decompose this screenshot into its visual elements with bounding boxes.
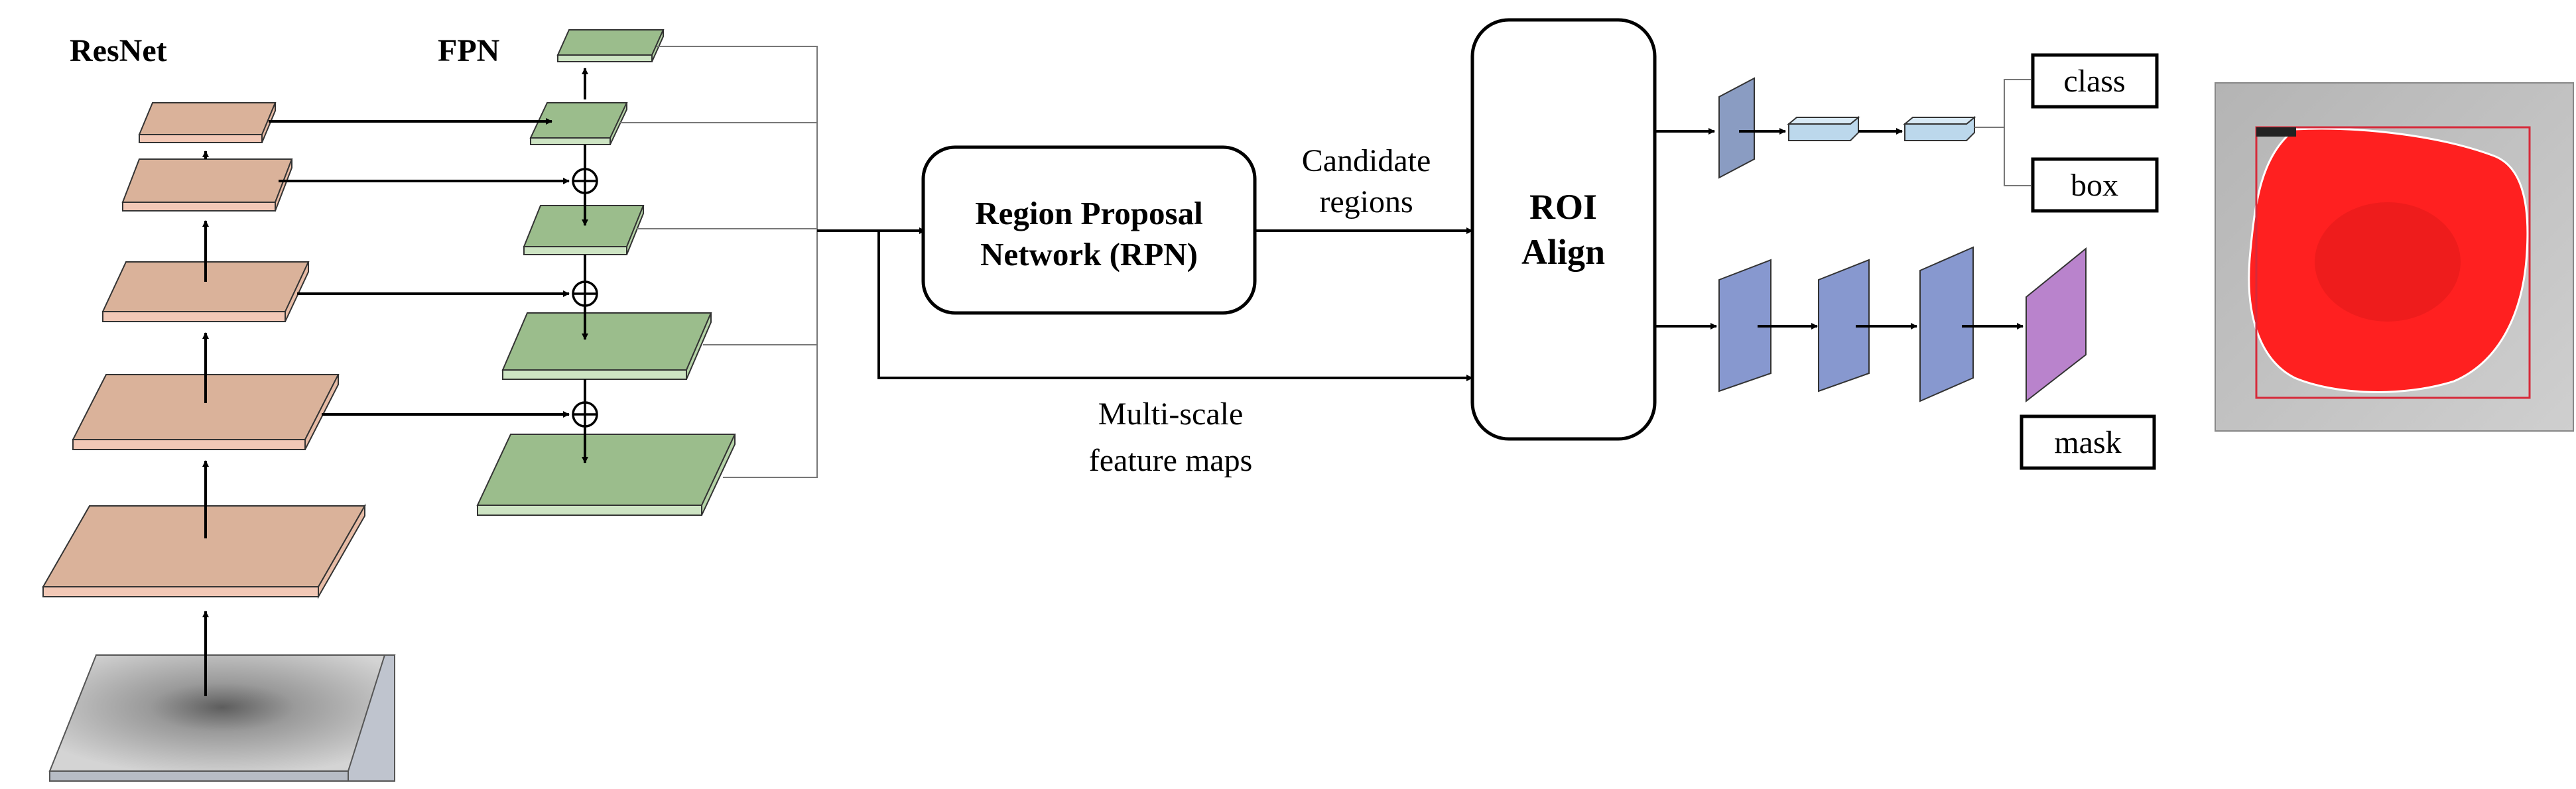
class-box-head xyxy=(1655,77,2031,186)
merge-add-icon xyxy=(572,168,598,428)
roi-label-line1: ROI xyxy=(1529,187,1597,227)
class-label: class xyxy=(2063,64,2125,99)
fpn-to-rpn-connector xyxy=(817,227,1473,381)
box-output-box: box xyxy=(2031,157,2159,213)
class-output-box: class xyxy=(2031,53,2159,109)
rpn-block: Region Proposal Network (RPN) xyxy=(921,145,1257,315)
mask-head xyxy=(1655,246,2087,403)
rpn-label-line2: Network (RPN) xyxy=(980,236,1198,273)
candidate-regions-line1: Candidate xyxy=(1302,143,1431,178)
resnet-layer-2 xyxy=(72,374,340,450)
multiscale-label-line2: feature maps xyxy=(1089,443,1253,478)
resnet-layer-1 xyxy=(42,503,366,599)
input-image-plate xyxy=(48,654,396,782)
resnet-title: ResNet xyxy=(70,33,167,68)
fpn-layer-1 xyxy=(529,102,628,145)
resnet-layer-4 xyxy=(121,158,293,212)
resnet-layer-5 xyxy=(138,102,277,143)
rpn-label-line1: Region Proposal xyxy=(975,195,1202,231)
fpn-layer-3 xyxy=(501,312,712,380)
candidate-regions-line2: regions xyxy=(1319,184,1413,219)
fpn-output-collector xyxy=(620,46,818,478)
fpn-layer-2 xyxy=(523,205,645,255)
resnet-layer-3 xyxy=(101,261,310,322)
mask-output-box: mask xyxy=(2020,414,2156,470)
box-label: box xyxy=(2071,168,2118,203)
roi-label-line2: Align xyxy=(1521,232,1605,272)
multiscale-label-line1: Multi-scale xyxy=(1098,396,1244,432)
segmentation-result-image xyxy=(2215,82,2574,432)
fpn-layer-top xyxy=(556,29,665,62)
lateral-connections xyxy=(269,118,570,418)
fpn-title: FPN xyxy=(438,33,500,68)
fpn-layer-4 xyxy=(476,434,736,516)
mask-label: mask xyxy=(2054,425,2121,460)
roi-align-block: ROI Align xyxy=(1470,18,1657,441)
